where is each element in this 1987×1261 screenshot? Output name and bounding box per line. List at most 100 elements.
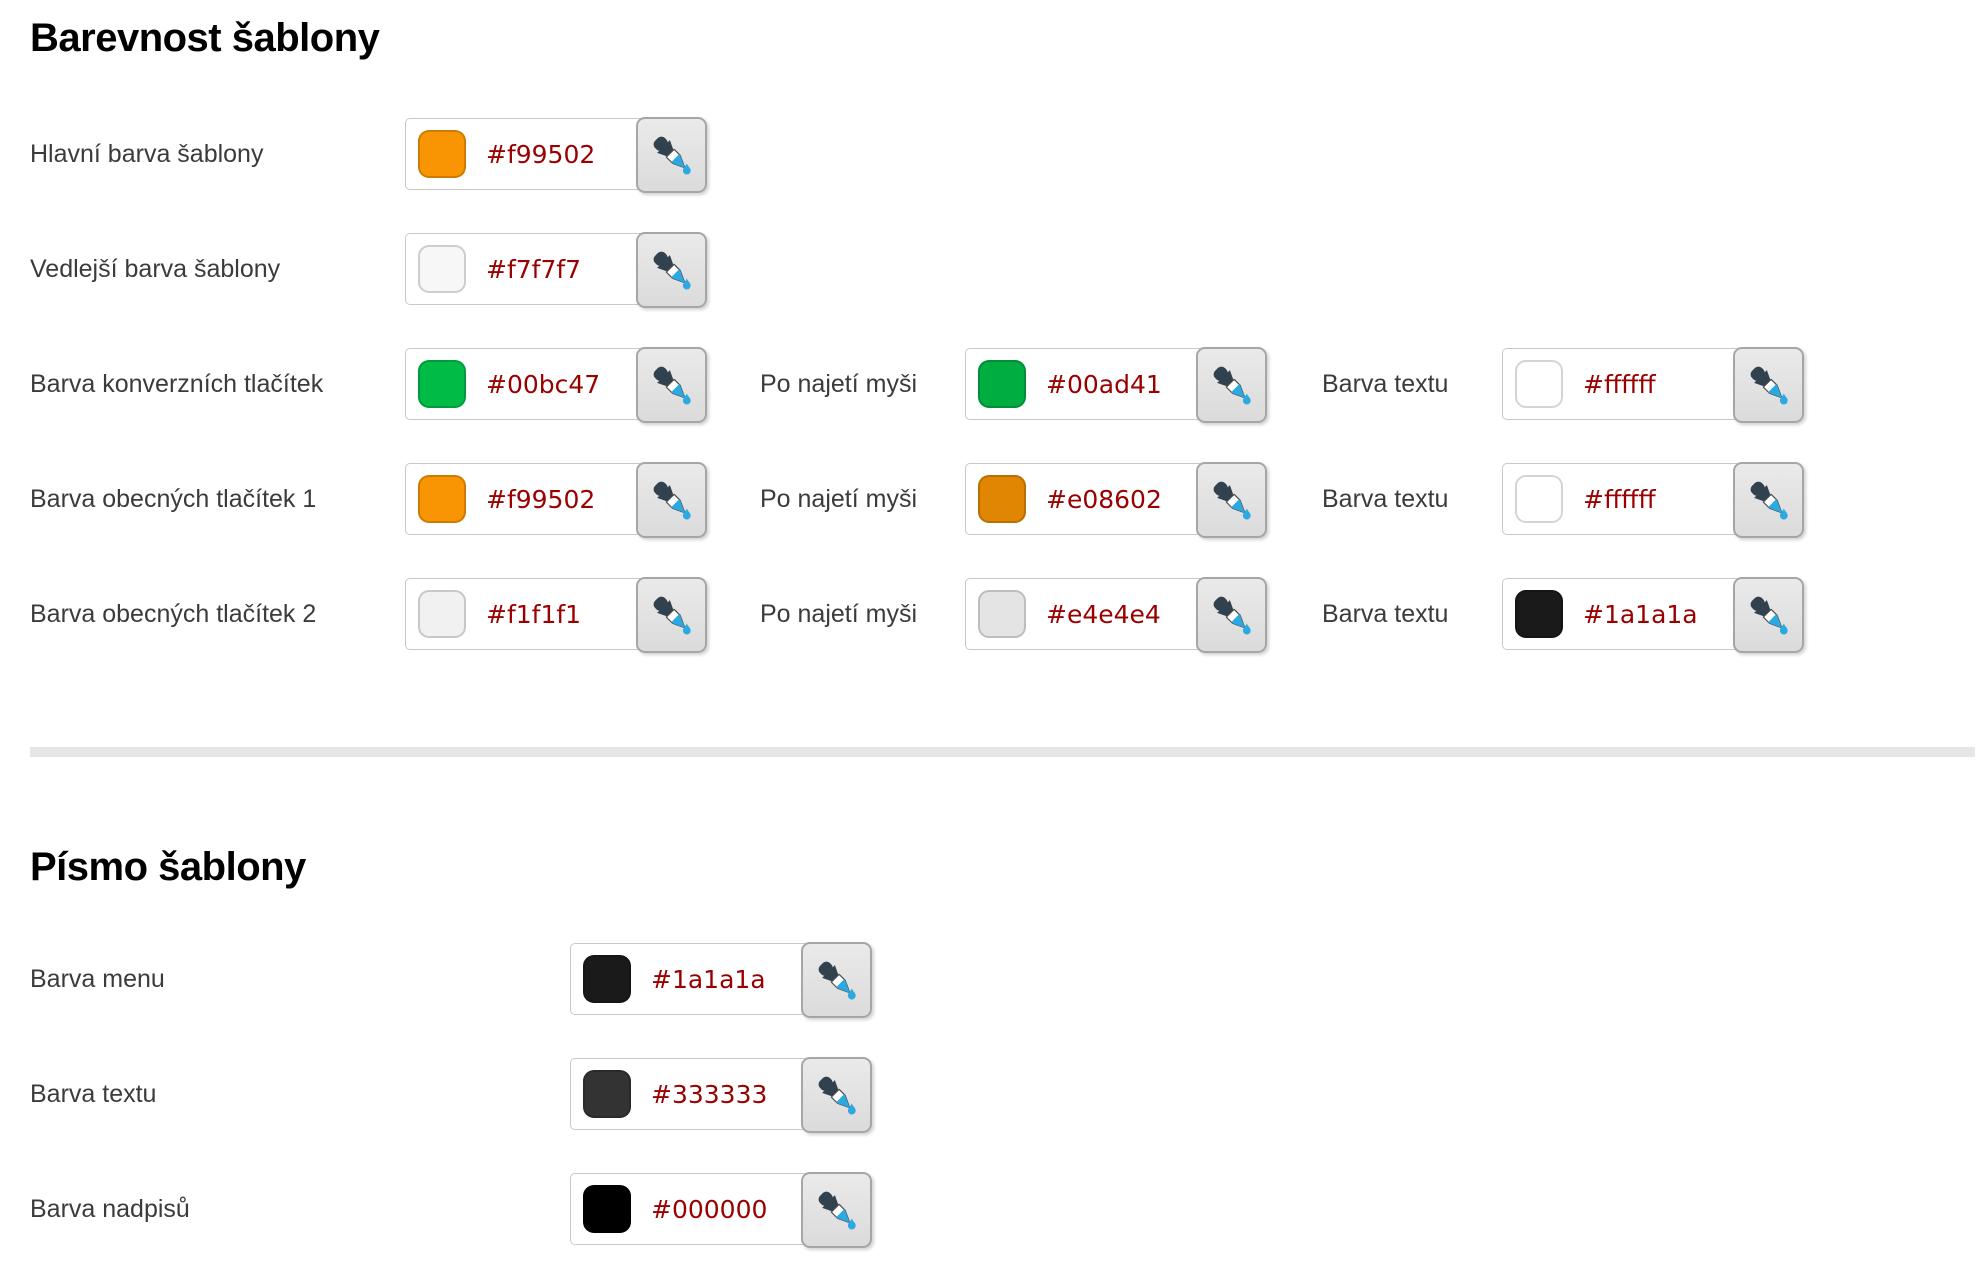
color-input[interactable]: #f99502	[405, 117, 707, 193]
eyedropper-button[interactable]	[801, 1172, 872, 1248]
eyedropper-button[interactable]	[636, 347, 707, 423]
eyedropper-icon	[653, 366, 691, 405]
field-sublabel: Barva textu	[1322, 369, 1449, 398]
eyedropper-button[interactable]	[1196, 462, 1267, 538]
color-setting-row: Barva textu #333333	[0, 1057, 1987, 1133]
color-swatch[interactable]	[418, 245, 466, 293]
eyedropper-icon	[818, 961, 856, 1000]
color-hex-value: #e4e4e4	[1046, 599, 1161, 629]
color-input[interactable]: #00ad41	[965, 347, 1267, 423]
color-hex-value: #f99502	[486, 139, 596, 169]
eyedropper-icon	[653, 136, 691, 175]
eyedropper-icon	[653, 251, 691, 290]
color-field: Barva textu #1a1a1a	[1265, 577, 1804, 653]
color-input[interactable]: #1a1a1a	[1502, 577, 1804, 653]
color-field: #00bc47	[405, 347, 707, 423]
field-sublabel: Barva textu	[1322, 599, 1449, 628]
color-input[interactable]: #f7f7f7	[405, 232, 707, 308]
eyedropper-icon	[1750, 481, 1788, 520]
eyedropper-button[interactable]	[1196, 347, 1267, 423]
color-swatch[interactable]	[978, 590, 1026, 638]
color-swatch[interactable]	[583, 955, 631, 1003]
color-hex-value: #1a1a1a	[651, 964, 766, 994]
row-label: Barva menu	[30, 964, 165, 993]
color-field: Barva textu #ffffff	[1265, 462, 1804, 538]
color-input[interactable]: #e08602	[965, 462, 1267, 538]
color-swatch[interactable]	[583, 1070, 631, 1118]
eyedropper-icon	[818, 1076, 856, 1115]
color-swatch[interactable]	[978, 360, 1026, 408]
row-label: Barva textu	[30, 1079, 157, 1108]
color-hex-value: #f1f1f1	[486, 599, 582, 629]
color-rows: Hlavní barva šablony #f99502 Vedlejší ba…	[0, 117, 1987, 653]
color-input[interactable]: #000000	[570, 1172, 872, 1248]
color-swatch[interactable]	[1515, 360, 1563, 408]
color-swatch[interactable]	[418, 130, 466, 178]
color-input[interactable]: #333333	[570, 1057, 872, 1133]
color-field: #f99502	[405, 117, 707, 193]
font-rows: Barva menu #1a1a1a Barva textu	[0, 942, 1987, 1248]
color-input[interactable]: #f1f1f1	[405, 577, 707, 653]
eyedropper-button[interactable]	[1733, 462, 1804, 538]
color-setting-row: Barva menu #1a1a1a	[0, 942, 1987, 1018]
color-hex-value: #f99502	[486, 484, 596, 514]
row-label: Barva konverzních tlačítek	[30, 369, 324, 398]
color-input[interactable]: #ffffff	[1502, 462, 1804, 538]
eyedropper-icon	[1213, 481, 1251, 520]
row-label: Hlavní barva šablony	[30, 139, 264, 168]
eyedropper-button[interactable]	[636, 117, 707, 193]
eyedropper-icon	[653, 596, 691, 635]
eyedropper-icon	[1750, 596, 1788, 635]
eyedropper-button[interactable]	[801, 942, 872, 1018]
eyedropper-button[interactable]	[1733, 577, 1804, 653]
color-field: #333333	[570, 1057, 872, 1133]
color-field: Po najetí myši #e08602	[705, 462, 1267, 538]
row-label: Barva obecných tlačítek 1	[30, 484, 317, 513]
color-hex-value: #00bc47	[486, 369, 601, 399]
color-setting-row: Barva obecných tlačítek 1 #f99502 Po naj…	[0, 462, 1987, 538]
color-swatch[interactable]	[418, 360, 466, 408]
color-input[interactable]: #e4e4e4	[965, 577, 1267, 653]
color-setting-row: Barva nadpisů #000000	[0, 1172, 1987, 1248]
color-swatch[interactable]	[418, 475, 466, 523]
color-swatch[interactable]	[583, 1185, 631, 1233]
color-field: #f99502	[405, 462, 707, 538]
eyedropper-button[interactable]	[1733, 347, 1804, 423]
color-swatch[interactable]	[1515, 590, 1563, 638]
page-title: Barevnost šablony	[30, 16, 380, 60]
color-hex-value: #ffffff	[1583, 369, 1656, 399]
color-setting-row: Hlavní barva šablony #f99502	[0, 117, 1987, 193]
row-label: Barva obecných tlačítek 2	[30, 599, 317, 628]
section-title: Písmo šablony	[30, 845, 306, 889]
field-sublabel: Barva textu	[1322, 484, 1449, 513]
eyedropper-button[interactable]	[636, 577, 707, 653]
eyedropper-icon	[1750, 366, 1788, 405]
field-sublabel: Po najetí myši	[760, 369, 918, 398]
color-setting-row: Barva obecných tlačítek 2 #f1f1f1 Po naj…	[0, 577, 1987, 653]
color-swatch[interactable]	[978, 475, 1026, 523]
eyedropper-button[interactable]	[1196, 577, 1267, 653]
field-sublabel: Po najetí myši	[760, 484, 918, 513]
color-field: #000000	[570, 1172, 872, 1248]
section-template-colors: Barevnost šablony Hlavní barva šablony #…	[0, 16, 1987, 653]
eyedropper-icon	[1213, 596, 1251, 635]
color-swatch[interactable]	[418, 590, 466, 638]
color-field: Po najetí myši #e4e4e4	[705, 577, 1267, 653]
row-label: Vedlejší barva šablony	[30, 254, 281, 283]
eyedropper-button[interactable]	[636, 462, 707, 538]
color-hex-value: #e08602	[1046, 484, 1162, 514]
eyedropper-icon	[653, 481, 691, 520]
color-hex-value: #ffffff	[1583, 484, 1656, 514]
eyedropper-button[interactable]	[636, 232, 707, 308]
color-hex-value: #f7f7f7	[486, 254, 582, 284]
color-hex-value: #000000	[651, 1194, 768, 1224]
eyedropper-button[interactable]	[801, 1057, 872, 1133]
field-sublabel: Po najetí myši	[760, 599, 918, 628]
color-swatch[interactable]	[1515, 475, 1563, 523]
color-input[interactable]: #f99502	[405, 462, 707, 538]
color-input[interactable]: #00bc47	[405, 347, 707, 423]
color-field: #f7f7f7	[405, 232, 707, 308]
eyedropper-icon	[818, 1191, 856, 1230]
color-input[interactable]: #1a1a1a	[570, 942, 872, 1018]
color-input[interactable]: #ffffff	[1502, 347, 1804, 423]
